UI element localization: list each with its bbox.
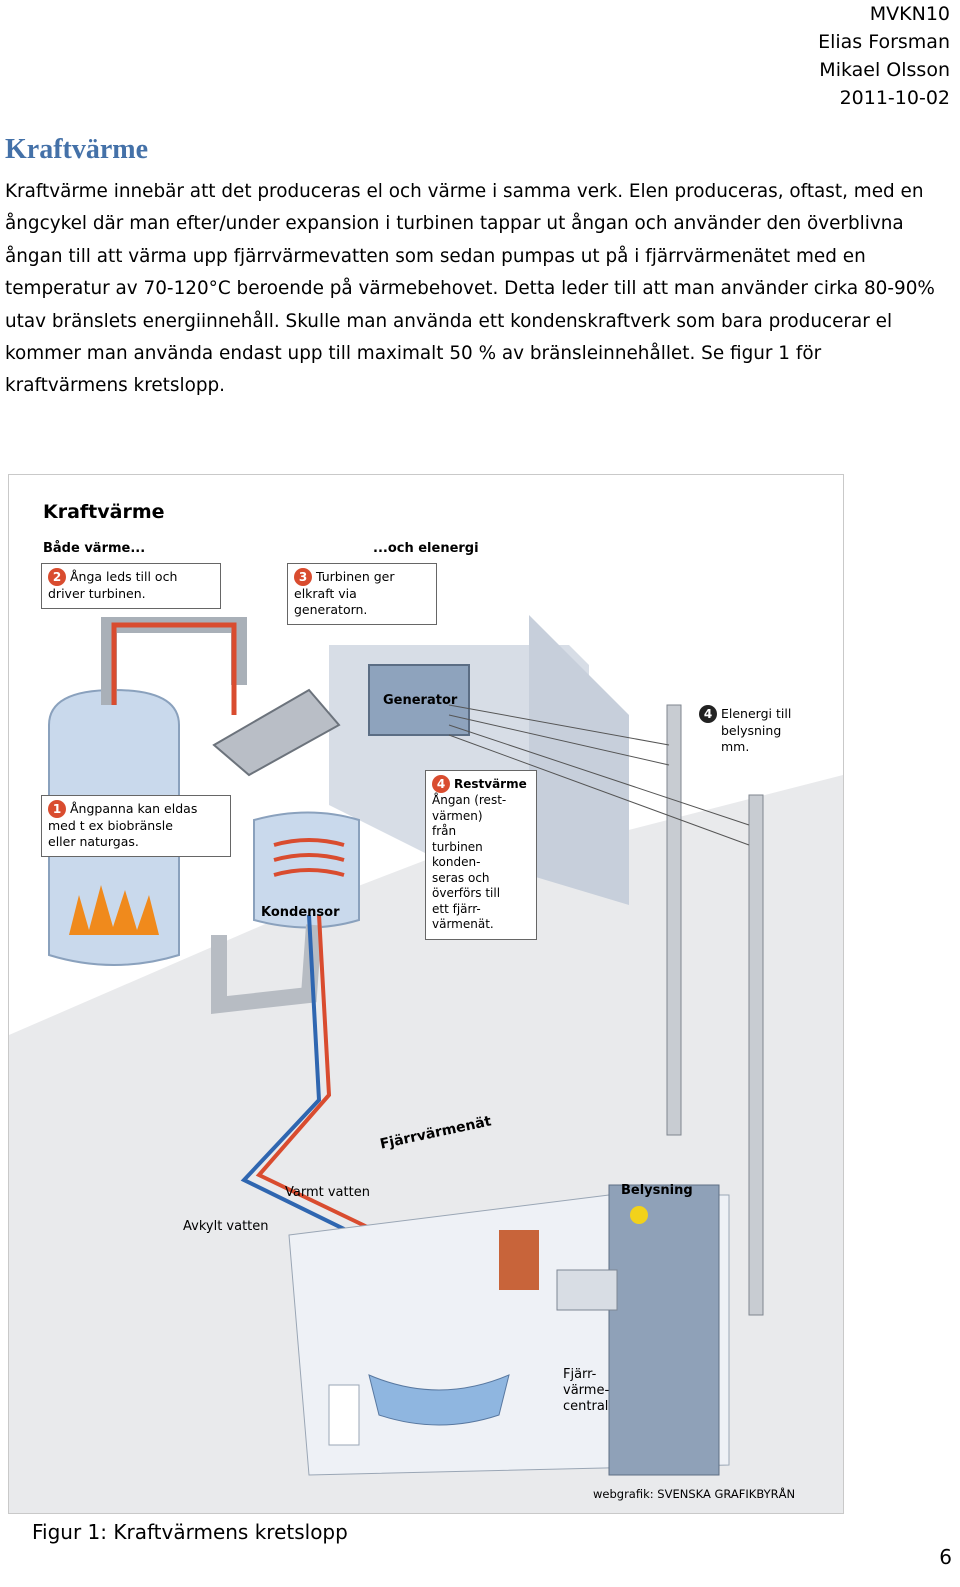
callout-text: värmen): [432, 808, 483, 823]
flame-icon: [69, 885, 159, 935]
callout-text: mm.: [721, 739, 750, 754]
power-lines: [448, 704, 750, 846]
course-code: MVKN10: [869, 3, 950, 25]
callout-steam: 2 Ånga leds till och driver turbinen.: [41, 563, 221, 609]
callout-number: 4: [699, 705, 717, 723]
author-name: Elias Forsman: [818, 31, 950, 53]
body-text: Kraftvärme innebär att det produceras el…: [5, 176, 955, 403]
author-name: Mikael Olsson: [819, 59, 950, 81]
callout-text: värmenät.: [432, 917, 494, 931]
callout-text: belysning: [721, 723, 782, 738]
radiator: [499, 1230, 539, 1290]
callout-text: Ånga leds till och: [70, 569, 178, 584]
body-line: utav bränslets energiinnehåll. Skulle ma…: [5, 310, 893, 332]
callout-residual-heat: 4 Restvärme Ångan (rest- värmen) från tur…: [425, 770, 537, 940]
figure-caption: Figur 1: Kraftvärmens kretslopp: [32, 1520, 348, 1544]
generator: [368, 664, 470, 736]
utility-pole: [666, 704, 682, 1136]
callout-text: från: [432, 824, 457, 838]
callout-text: Restvärme: [454, 777, 527, 791]
callout-number: 2: [48, 568, 66, 586]
callout-text: konden-: [432, 855, 481, 869]
page-header: MVKN10 Elias Forsman Mikael Olsson 2011-…: [818, 0, 950, 112]
body-line: ångan till att värma upp fjärrvärmevatte…: [5, 245, 866, 267]
section-title: Kraftvärme: [5, 134, 149, 165]
central-label-line: Fjärr-: [563, 1367, 597, 1382]
bathtub: [368, 1374, 510, 1426]
toilet: [328, 1384, 360, 1446]
callout-text: Ångpanna kan eldas: [70, 801, 198, 816]
callout-text: elkraft via: [294, 586, 357, 601]
central-label-line: central: [563, 1399, 609, 1414]
body-line: ångcykel där man efter/under expansion i…: [5, 213, 904, 235]
callout-text: Elenergi till: [721, 706, 792, 721]
figure-illustration: [9, 615, 843, 1513]
figure-title: Kraftvärme: [43, 501, 165, 523]
figure-left-heading: Både värme...: [43, 541, 146, 556]
heating-central-label: Fjärr- värme- central: [563, 1367, 609, 1415]
heating-central: [556, 1269, 618, 1311]
body-line: kraftvärmens kretslopp.: [5, 375, 226, 397]
turbine: [212, 688, 341, 777]
document-date: 2011-10-02: [839, 87, 950, 109]
cogeneration-figure: Kraftvärme Både värme... ...och elenergi…: [8, 474, 844, 1514]
callout-text: driver turbinen.: [48, 586, 146, 601]
steam-flow-arrow: [111, 622, 237, 715]
callout-number: 4: [432, 775, 450, 793]
callout-text: turbinen: [432, 839, 483, 854]
lamp-icon: [630, 1206, 648, 1224]
condenser-label: Kondensor: [261, 905, 340, 920]
page-number: 6: [939, 1545, 952, 1569]
cold-water-label: Avkylt vatten: [183, 1219, 269, 1234]
callout-text: överförs till: [432, 886, 501, 900]
callout-number: 1: [48, 800, 66, 818]
callout-number: 3: [294, 568, 312, 586]
building-side: [529, 615, 629, 905]
callout-text: Turbinen ger: [316, 569, 395, 584]
callout-text: seras och: [432, 870, 490, 885]
hot-water-label: Varmt vatten: [285, 1185, 370, 1200]
callout-text: Ångan (rest-: [432, 793, 507, 807]
callout-text: ett fjärr-: [432, 901, 481, 916]
body-line: Kraftvärme innebär att det produceras el…: [5, 181, 924, 202]
condenser-coil: [273, 838, 345, 877]
generator-label: Generator: [383, 693, 458, 708]
callout-text: eller naturgas.: [48, 834, 139, 849]
body-line: temperatur av 70-120°C beroende på värme…: [5, 278, 935, 300]
lighting-label: Belysning: [621, 1183, 693, 1198]
central-label-line: värme-: [563, 1383, 610, 1398]
body-line: kommer man använda endast upp till maxim…: [5, 343, 822, 365]
callout-text: generatorn.: [294, 602, 368, 617]
house-side-wall: [608, 1184, 720, 1476]
callout-text: med t ex biobränsle: [48, 818, 173, 833]
figure-right-heading: ...och elenergi: [373, 541, 479, 556]
utility-pole: [748, 794, 764, 1316]
figure-credit: webgrafik: SVENSKA GRAFIKBYRÅN: [593, 1487, 796, 1501]
